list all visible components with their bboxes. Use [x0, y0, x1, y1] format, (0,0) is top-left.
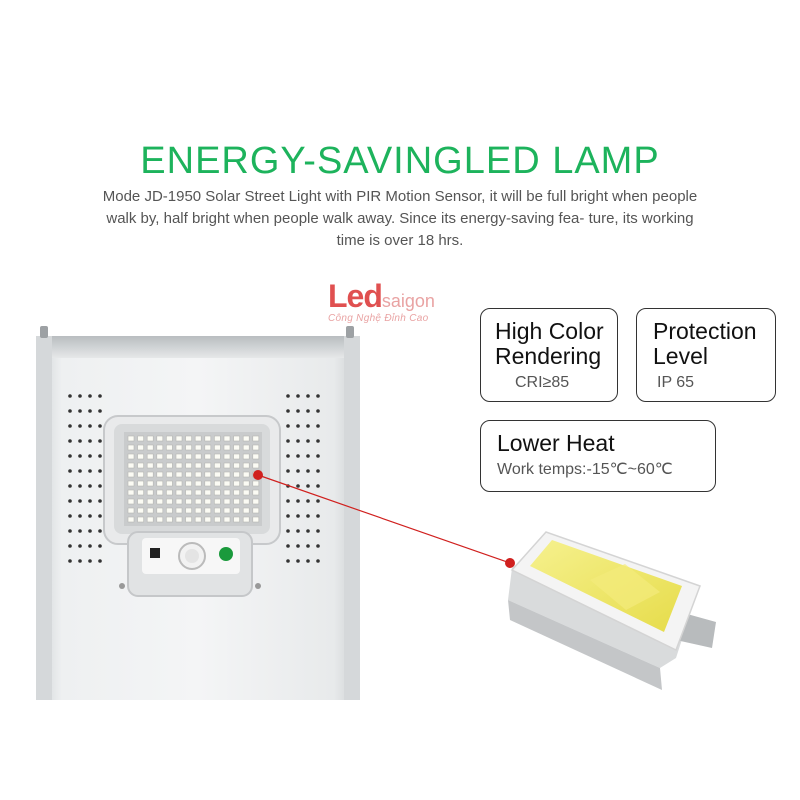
- feature-detail: IP 65: [657, 374, 695, 391]
- logo-saigon-text: saigon: [381, 291, 435, 311]
- logo-tagline: Công Nghệ Đỉnh Cao: [328, 313, 429, 324]
- vent-holes-left: [68, 394, 102, 563]
- feature-detail: Work temps:-15℃~60℃: [497, 461, 673, 478]
- vent-holes-right: [286, 394, 320, 563]
- indicator-light-icon: [219, 547, 233, 561]
- brand-logo: Ledsaigon Công Nghệ Đỉnh Cao: [328, 278, 468, 338]
- lamp-top-rail: [36, 336, 360, 358]
- pointer-dot-end: [505, 558, 515, 568]
- logo-led-text: Led: [328, 278, 383, 314]
- feature-title: Lower Heat: [497, 430, 615, 456]
- feature-card-lower-heat: Lower Heat Work temps:-15℃~60℃: [480, 420, 716, 492]
- feature-detail: CRI≥85: [515, 374, 570, 391]
- led-array: [127, 435, 260, 523]
- pointer-line: [257, 474, 511, 564]
- page-description: Mode JD-1950 Solar Street Light with PIR…: [102, 188, 698, 249]
- page-title: ENERGY-SAVINGLED LAMP: [140, 140, 660, 182]
